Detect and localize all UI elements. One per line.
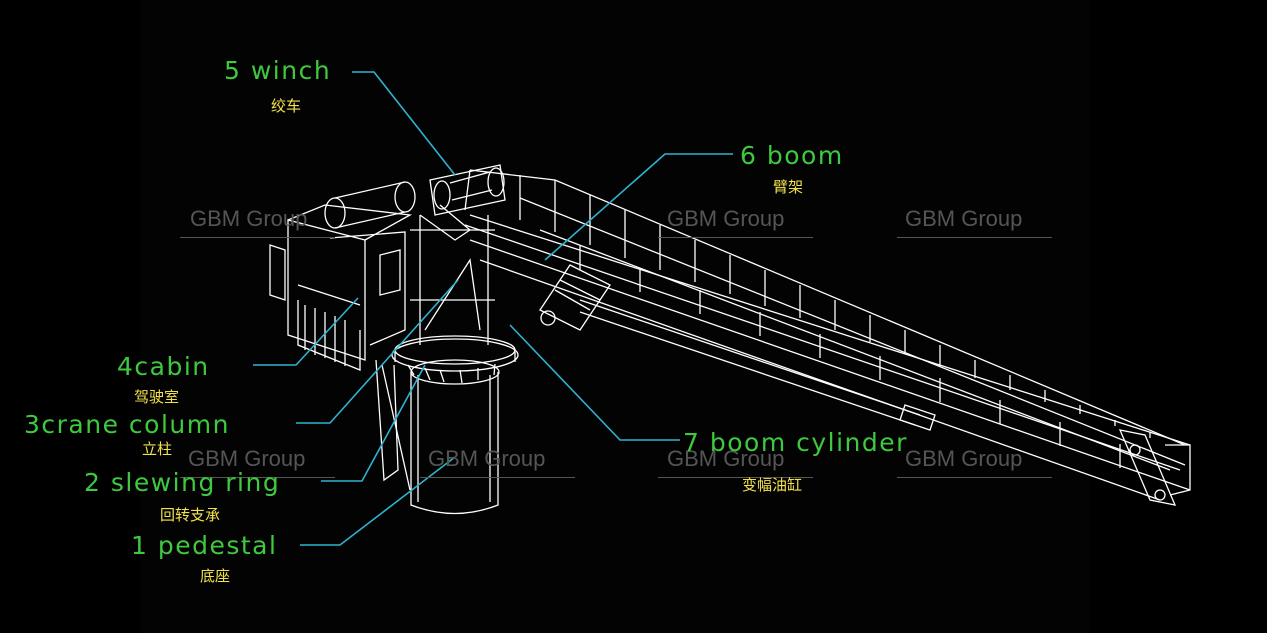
crane-column-drawing [410,215,495,345]
label-winch: 5 winch [224,56,332,85]
watermark-line-3 [897,237,1052,238]
label-crane-column: 3crane column [24,410,230,439]
watermark-line-2 [658,237,813,238]
label-pedestal: 1 pedestal [131,531,278,560]
leader-crane-column [296,279,459,424]
watermark-line-1 [180,237,335,238]
watermark-6: GBM Group [667,446,785,471]
watermark-line-6 [658,477,813,478]
label-cabin-zh: 驾驶室 [134,388,180,406]
leader-boom [544,153,733,261]
label-cabin: 4cabin [117,352,210,381]
label-boom-zh: 臂架 [773,178,804,196]
leader-cabin [253,297,359,366]
boom-drawing [464,169,1191,506]
label-winch-zh: 绞车 [271,97,302,115]
label-slewing-ring-zh: 回转支承 [160,506,221,524]
leader-pedestal [300,456,456,546]
label-pedestal-zh: 底座 [200,567,231,585]
watermark-line-7 [897,477,1052,478]
pedestal-drawing [375,359,500,515]
leader-lines [253,71,733,546]
tank-drawing [324,181,416,229]
watermark-1: GBM Group [190,206,308,231]
slewing-ring-drawing [391,335,519,384]
crane-structure [269,164,1191,515]
label-boom-cylinder: 7 boom cylinder [683,428,908,457]
watermark-5: GBM Group [428,446,546,471]
label-boom: 6 boom [740,141,844,170]
watermark-3: GBM Group [905,206,1023,231]
watermark-7: GBM Group [905,446,1023,471]
leader-winch [352,71,456,176]
label-slewing-ring: 2 slewing ring [84,468,281,497]
watermark-line-4 [180,477,335,478]
watermark-line-5 [420,477,575,478]
boom-cylinder-drawing [539,264,936,431]
watermark-4: GBM Group [188,446,306,471]
label-crane-column-zh: 立柱 [142,440,173,458]
label-boom-cylinder-zh: 变幅油缸 [742,476,803,494]
watermark-2: GBM Group [667,206,785,231]
winch-drawing [419,164,506,241]
cabin-drawing [269,204,413,371]
leader-boom-cylinder [509,324,680,441]
leader-slewing-ring [321,364,426,482]
